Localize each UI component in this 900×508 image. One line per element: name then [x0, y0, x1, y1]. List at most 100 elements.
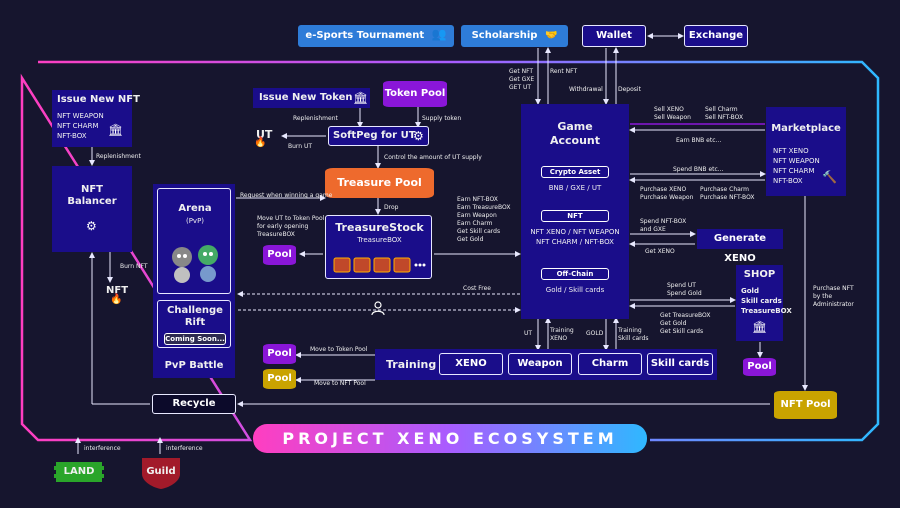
recycle-label: Recycle [172, 398, 216, 409]
wallet-label: Wallet [596, 30, 632, 41]
wallet-get-gxe: Get GXE [509, 76, 535, 83]
training-charm-item: Charm [578, 353, 642, 375]
handshake-icon: 🤝 [544, 30, 558, 41]
arena-characters-icon [168, 239, 222, 283]
token-pool: Token Pool [383, 81, 447, 107]
sell-charm: Sell Charm [705, 106, 738, 113]
treasure-pool-label: Treasure Pool [337, 176, 422, 189]
generate-xeno-label: Generate XENO [713, 233, 767, 264]
crypto-asset-tag: Crypto Asset [541, 166, 609, 178]
get-skill-cards: Get Skill cards [457, 228, 501, 235]
pool-bottom-nft: Pool [263, 369, 296, 389]
shop-get-skill: Get Skill cards [660, 328, 704, 335]
land-interference: interference [84, 445, 121, 452]
purchase-charm: Purchase Charm [700, 186, 750, 193]
fire-icon: 🔥 [254, 137, 267, 148]
land-title: LAND [63, 466, 95, 477]
fire-icon: 🔥 [110, 294, 123, 305]
recycle-box: Recycle [152, 394, 236, 414]
sell-xeno: Sell XENO [654, 106, 684, 113]
nft-items-1: NFT XENO / NFT WEAPON [530, 228, 620, 236]
wallet-withdrawal: Withdrawal [569, 86, 603, 93]
wallet-deposit: Deposit [618, 86, 641, 93]
wallet-get-ut: GET UT [509, 84, 532, 91]
training-box: Training XENO Weapon Charm Skill cards [375, 349, 717, 380]
spend-bnb: Spend BNB etc... [673, 166, 724, 173]
exchange-label: Exchange [688, 30, 744, 41]
generate-spend-2: and GXE [640, 226, 666, 233]
esports-label: e-Sports Tournament [305, 30, 425, 41]
shop-box: SHOP Gold Skill cards TreasureBOX 🏛 [736, 265, 792, 341]
gear-icon: ⚙ [86, 219, 97, 233]
drop-label: Drop [384, 204, 399, 211]
arena-box: Arena (PvP) [157, 188, 231, 294]
crypto-asset-items: BNB / GXE / UT [548, 184, 602, 192]
pool-bottom-nft-label: Pool [267, 373, 292, 384]
shop-pool: Pool [743, 358, 776, 376]
training-skill-1: Training [618, 327, 642, 334]
treasure-stock-box: TreasureStock TreasureBOX [325, 215, 432, 279]
training-skill-item: Skill cards [647, 353, 713, 375]
purchase-weapon: Purchase Weapon [640, 194, 694, 201]
move-ut-3: TreasureBOX [257, 231, 295, 238]
people-group-icon: 👥 [431, 27, 447, 41]
guild-interference: interference [166, 445, 203, 452]
marketplace-item-3: NFT CHARM [773, 167, 815, 175]
gear-icon: ⚙ [413, 129, 424, 143]
request-when-winning: Request when winning a game [240, 192, 333, 199]
generate-spend-1: Spend NFT-BOX [640, 218, 687, 225]
marketplace-item-4: NFT-BOX [773, 177, 803, 185]
marketplace-item-1: NFT XENO [773, 147, 809, 155]
issue-new-token-box: Issue New Token 🏛 [253, 88, 370, 108]
issue-new-nft-box: Issue New NFT NFT WEAPON NFT CHARM NFT-B… [52, 90, 140, 147]
land-badge: LAND [54, 460, 104, 484]
pool-bottom-token: Pool [263, 344, 296, 364]
get-gold: Get Gold [457, 236, 484, 243]
training-xeno-item: XENO [439, 353, 503, 375]
pool-small-label: Pool [267, 249, 292, 260]
nft-pool-label: NFT Pool [780, 399, 831, 410]
earn-treasure-box: Earn TreasureBOX [457, 204, 511, 211]
wallet-box: Wallet [582, 25, 646, 47]
shop-pool-label: Pool [747, 361, 772, 372]
training-gold: GOLD [586, 330, 604, 337]
ecosystem-title: PROJECT XENO ECOSYSTEM [253, 424, 647, 453]
game-account-title-1: Game [557, 120, 593, 133]
issue-nft-item-2: NFT CHARM [57, 122, 99, 130]
marketplace-title: Marketplace [771, 123, 841, 134]
shop-spend-gold: Spend Gold [667, 290, 702, 297]
marketplace-item-2: NFT WEAPON [773, 157, 820, 165]
purchase-admin-1: Purchase NFT [813, 285, 854, 292]
gavel-icon: 🔨 [822, 170, 837, 184]
balancer-nft: NFT [106, 285, 129, 296]
nft-items-2: NFT CHARM / NFT-BOX [536, 238, 614, 246]
bank-icon: 🏛 [108, 123, 124, 137]
shop-item-1: Gold [741, 287, 759, 295]
treasure-stock-title: TreasureStock [335, 221, 424, 234]
training-weapon-item: Weapon [508, 353, 572, 375]
issue-nft-item-3: NFT-BOX [57, 132, 87, 140]
issue-token-replenishment: Replenishment [293, 115, 338, 122]
issue-token-supply: Supply token [422, 115, 462, 122]
sell-nft-box: Sell NFT-BOX [705, 114, 744, 121]
nft-pool: NFT Pool [774, 391, 837, 419]
offchain-tag: Off-Chain [541, 268, 609, 280]
issue-nft-title: Issue New NFT [57, 94, 140, 105]
issue-token-title: Issue New Token [259, 92, 353, 103]
wallet-rent-nft: Rent NFT [550, 68, 578, 75]
training-ut: UT [524, 330, 533, 337]
treasure-pool: Treasure Pool [325, 168, 434, 198]
issue-nft-item-1: NFT WEAPON [57, 112, 104, 120]
shop-get-gold: Get Gold [660, 320, 687, 327]
arena-sub: (PvP) [185, 217, 205, 225]
token-pool-label: Token Pool [384, 88, 446, 99]
pvp-battle-box: Arena (PvP) Challenge Rift Coming Soon..… [153, 184, 235, 378]
earn-bnb: Earn BNB etc... [676, 137, 722, 144]
guild-title: Guild [146, 466, 176, 477]
exchange-box: Exchange [684, 25, 748, 47]
shop-item-3: TreasureBOX [741, 307, 792, 315]
bank-icon: 🏛 [752, 320, 768, 334]
treasure-chest-icon [332, 252, 426, 274]
